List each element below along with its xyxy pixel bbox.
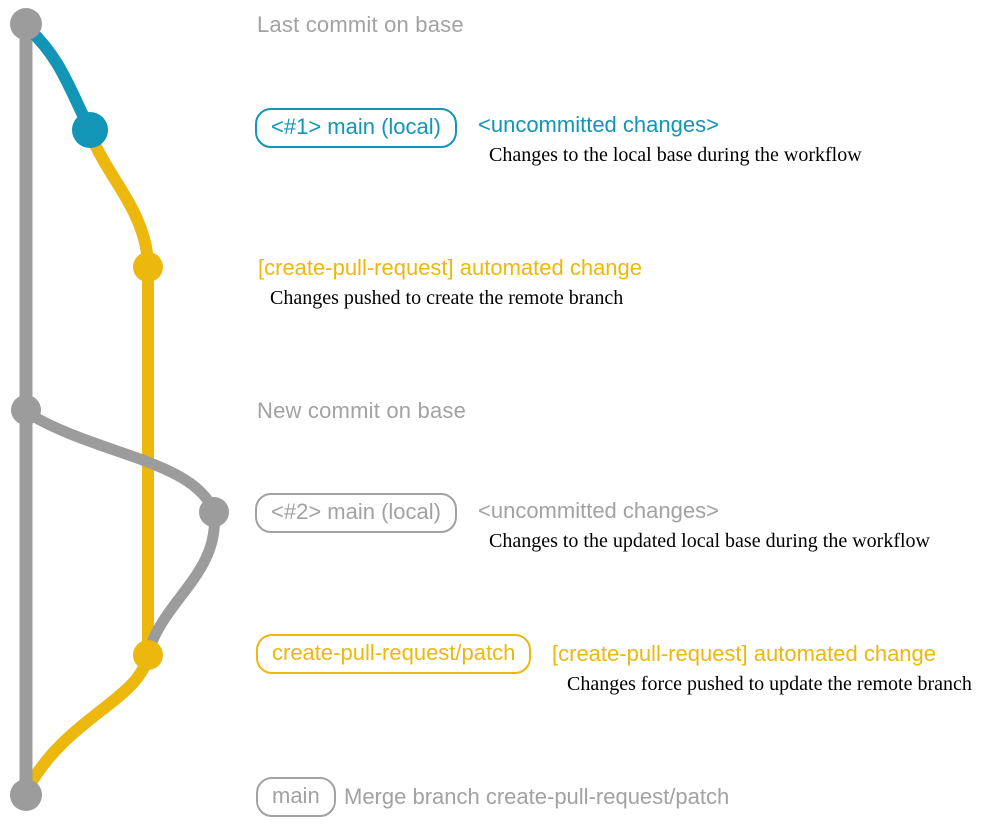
automated-change-description-2: Changes force pushed to update the remot…	[567, 673, 972, 695]
merge-commit-message: Merge branch create-pull-request/patch	[344, 784, 730, 809]
new-commit-on-base-label: New commit on base	[257, 398, 467, 423]
uncommitted-changes-description-1: Changes to the local base during the wor…	[489, 144, 862, 166]
automated-change-title-1: [create-pull-request] automated change	[258, 255, 643, 280]
branch-badge-main: main	[256, 777, 336, 817]
commit-node-new-commit-on-base	[11, 395, 41, 425]
automated-change-description-1: Changes pushed to create the remote bran…	[270, 287, 624, 309]
branch-path-gray-to-main-local-2	[20, 406, 220, 518]
branch-badge-main-local-2: <#2> main (local)	[255, 493, 457, 533]
uncommitted-changes-description-2: Changes to the updated local base during…	[489, 530, 930, 552]
uncommitted-changes-label-1: <uncommitted changes>	[478, 112, 719, 137]
commit-node-main-local-2	[199, 497, 229, 527]
commit-node-automated-change-2	[133, 640, 163, 670]
automated-change-title-2: [create-pull-request] automated change	[552, 641, 937, 666]
commit-node-merge-commit	[10, 779, 42, 811]
branch-path-yellow-from-main-local-1	[84, 124, 154, 273]
commit-node-automated-change-1	[133, 252, 163, 282]
uncommitted-changes-label-2: <uncommitted changes>	[478, 498, 719, 523]
branch-path-gray-from-main-local-2	[143, 506, 220, 656]
commit-node-last-commit-on-base	[10, 8, 42, 40]
branch-path-yellow-merge-into-base	[22, 649, 154, 794]
branch-badge-create-pull-request-patch: create-pull-request/patch	[256, 634, 532, 674]
last-commit-on-base-label: Last commit on base	[257, 12, 464, 37]
commit-node-main-local-1	[72, 112, 108, 148]
branch-badge-main-local-1: <#1> main (local)	[255, 108, 457, 148]
